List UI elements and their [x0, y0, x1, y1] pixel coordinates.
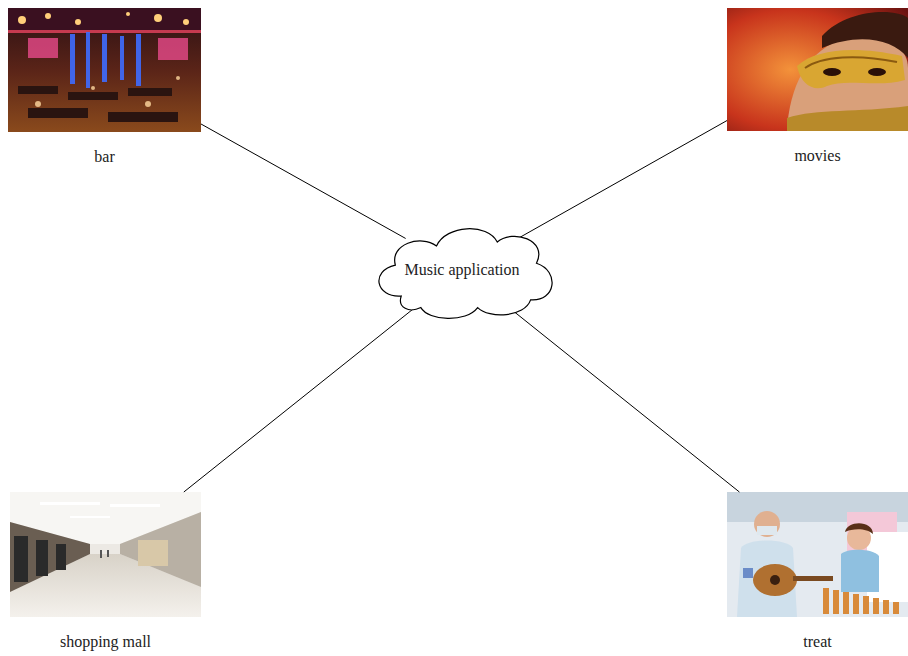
photo-node: treat — [727, 492, 908, 617]
connector-line — [507, 306, 740, 492]
caption-holder: treat — [687, 632, 908, 651]
connector-line — [518, 121, 727, 239]
caption-holder: shopping mall — [0, 632, 241, 651]
photo-caption: bar — [94, 147, 114, 166]
connector-line — [201, 124, 406, 238]
cloud-node: Music application — [364, 217, 560, 323]
caption-holder: bar — [0, 147, 241, 166]
treat-photo — [727, 492, 908, 617]
movies-photo — [727, 8, 908, 131]
photo-node: shopping mall — [10, 492, 201, 617]
cloud-shape — [379, 229, 552, 319]
caption-holder: movies — [687, 146, 908, 165]
shopping-mall-photo — [10, 492, 201, 617]
photo-caption: treat — [803, 632, 831, 651]
photo-node: movies — [727, 8, 908, 131]
cloud-label: Music application — [404, 260, 519, 279]
photo-caption: movies — [794, 146, 840, 165]
photo-caption: shopping mall — [60, 632, 151, 651]
bar-photo — [8, 8, 201, 132]
cloud-text-holder: Music application — [364, 217, 560, 323]
photo-node: bar — [8, 8, 201, 132]
connector-line — [184, 306, 417, 492]
